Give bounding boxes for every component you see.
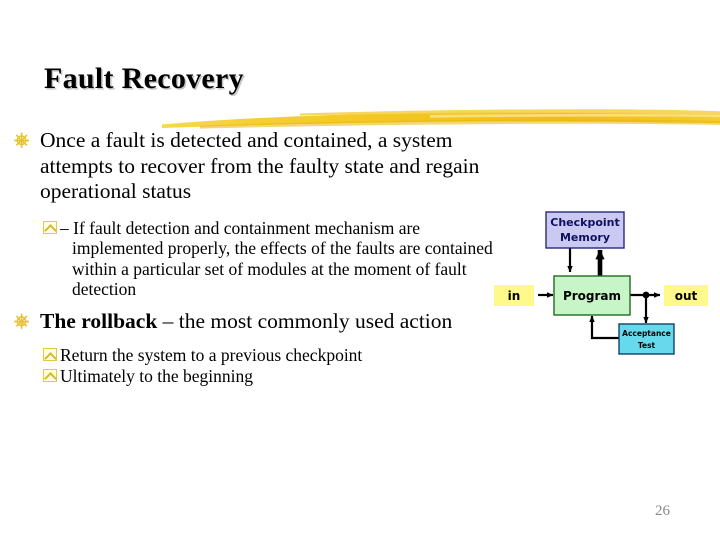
sub-bullet-group-rollback: Return the system to a previous checkpoi… <box>43 345 514 386</box>
chevron-bullet-icon <box>43 220 59 234</box>
bullet-level1-text: The rollback – the most commonly used ac… <box>40 309 514 335</box>
node-output-label: out <box>675 289 698 303</box>
node-acceptance-test-label-line2: Test <box>638 341 656 350</box>
checkpoint-rollback-recovery-diagram: in out Checkpoint Memory Program Accepta… <box>488 196 720 361</box>
bullet-level2-if-fault-detection: – If fault detection and containment mec… <box>43 218 514 300</box>
slide-body: ⎈ Once a fault is detected and contained… <box>14 128 514 388</box>
node-checkpoint-memory-box <box>545 211 625 249</box>
bullet-emphasis-rollback: The rollback <box>40 308 158 333</box>
chevron-bullet-icon <box>43 368 59 382</box>
sub-bullet-group-detection: – If fault detection and containment mec… <box>43 218 514 300</box>
command-bullet-icon: ⎈ <box>14 129 30 151</box>
page-title: Fault Recovery <box>44 62 244 95</box>
node-output-box <box>664 285 708 306</box>
edge-acceptance-to-program <box>589 315 619 340</box>
bullet-level2-ultimately-beginning: Ultimately to the beginning <box>43 366 514 387</box>
chevron-bullet-icon <box>43 348 59 361</box>
node-input-label: in <box>508 289 521 303</box>
node-program-box <box>553 275 631 316</box>
command-bullet-icon: ⎈ <box>14 309 30 332</box>
title-block: Fault Recovery <box>0 62 720 122</box>
bullet-level2-text: Return the system to a previous checkpoi… <box>60 345 363 365</box>
bullet-level1-text: Once a fault is detected and contained, … <box>40 128 480 203</box>
node-checkpoint-memory-label-line2: Memory <box>560 231 610 244</box>
node-program-label: Program <box>563 289 621 303</box>
page-number: 26 <box>655 503 670 519</box>
bullet-level2-return-checkpoint: Return the system to a previous checkpoi… <box>43 345 514 366</box>
bullet-level1-once-a-fault: ⎈ Once a fault is detected and contained… <box>14 128 514 205</box>
bullet-level1-text-rest: – the most commonly used action <box>157 308 453 333</box>
bullet-level2-text: Ultimately to the beginning <box>60 365 253 386</box>
bullet-level2-text: – If fault detection and containment mec… <box>60 217 493 300</box>
bullet-level1-the-rollback: ⎈ The rollback – the most commonly used … <box>14 309 514 335</box>
node-input-box <box>494 285 534 306</box>
node-checkpoint-memory-label-line1: Checkpoint <box>550 216 620 229</box>
node-acceptance-test-box <box>618 323 675 355</box>
node-acceptance-test-label-line1: Acceptance <box>622 329 671 338</box>
